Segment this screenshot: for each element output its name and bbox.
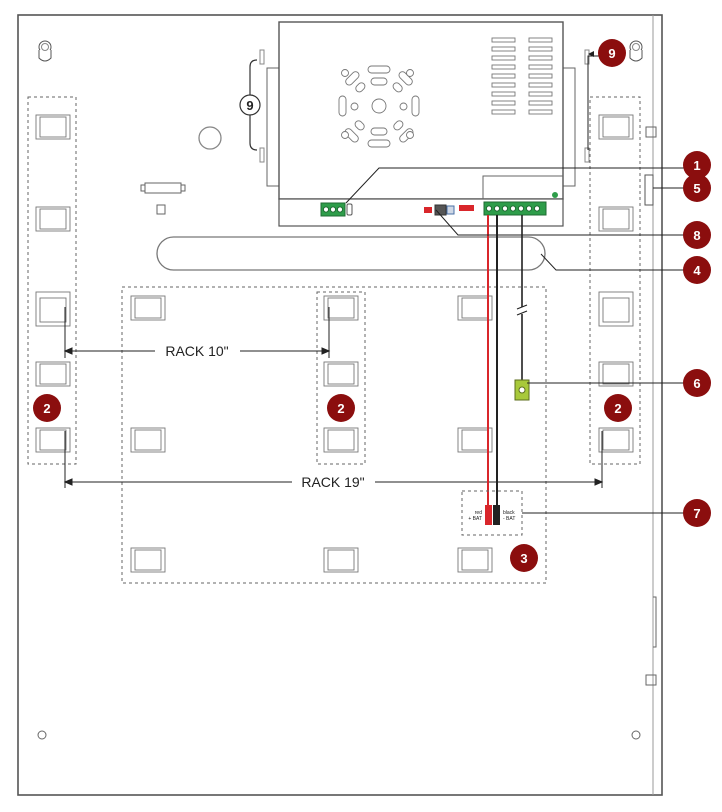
- cable-entry-hole: [198, 126, 222, 150]
- marker-8-label: 8: [693, 228, 700, 243]
- marker-1-label: 1: [693, 158, 700, 173]
- marker-9-right: 9: [598, 39, 626, 67]
- marker-9-right-label: 9: [608, 46, 615, 61]
- marker-1: 1: [683, 151, 711, 179]
- battery-red-label-1: red: [475, 510, 482, 516]
- marker-5-label: 5: [693, 181, 700, 196]
- marker-7: 7: [683, 499, 711, 527]
- fuse-red: [424, 207, 432, 213]
- mount-hole-bottom-left: [37, 730, 47, 740]
- psu-module: [266, 21, 576, 227]
- battery-slot: [156, 236, 546, 271]
- marker-3: 3: [510, 544, 538, 572]
- marker-8: 8: [683, 221, 711, 249]
- marker-9-left: [239, 94, 261, 116]
- jumper-connector: [446, 205, 455, 215]
- battery-black-label-2: - BAT: [503, 516, 515, 522]
- rack10-dimension: [63, 307, 331, 358]
- status-led: [552, 192, 558, 198]
- keyhole-top-left: [38, 40, 52, 62]
- marker-6-label: 6: [693, 376, 700, 391]
- psu-vent-slots: [491, 37, 553, 115]
- psu-mounting-slots: [259, 49, 590, 163]
- battery-area: [121, 286, 547, 584]
- leader-lines: [345, 55, 686, 514]
- psu-fan-grille: [338, 65, 420, 148]
- tamper-switch: [644, 174, 654, 206]
- marker-3-label: 3: [520, 551, 527, 566]
- marker-2-left-label: 2: [43, 401, 50, 416]
- ac-terminal-block: [320, 202, 353, 217]
- marker-2-right: 2: [604, 394, 632, 422]
- battery-red-label-2: + BAT: [468, 516, 482, 522]
- rack19-label: RACK 19": [301, 474, 364, 490]
- keyhole-top-right: [629, 40, 643, 62]
- marker-9-left-label: 9: [246, 98, 253, 113]
- jumper-red: [459, 205, 474, 211]
- rack-column-right: [589, 96, 641, 465]
- battery-terminals: [461, 490, 523, 536]
- rack-column-center: [316, 291, 366, 465]
- battery-black-label-1: black: [503, 510, 515, 516]
- marker-2-right-label: 2: [614, 401, 621, 416]
- marker-7-label: 7: [693, 506, 700, 521]
- marker-2-center-label: 2: [337, 401, 344, 416]
- cable-gland: [140, 182, 186, 215]
- marker-2-left: 2: [33, 394, 61, 422]
- marker-4: 4: [683, 256, 711, 284]
- marker-4-label: 4: [693, 263, 701, 278]
- rack10-label: RACK 10": [165, 343, 228, 359]
- marker-2-center: 2: [327, 394, 355, 422]
- marker-5: 5: [683, 174, 711, 202]
- output-terminal-block: [483, 201, 547, 216]
- temperature-sensor: [514, 215, 530, 401]
- marker-6: 6: [683, 369, 711, 397]
- mount-hole-bottom-right: [631, 730, 641, 740]
- rack-column-left: [27, 96, 77, 465]
